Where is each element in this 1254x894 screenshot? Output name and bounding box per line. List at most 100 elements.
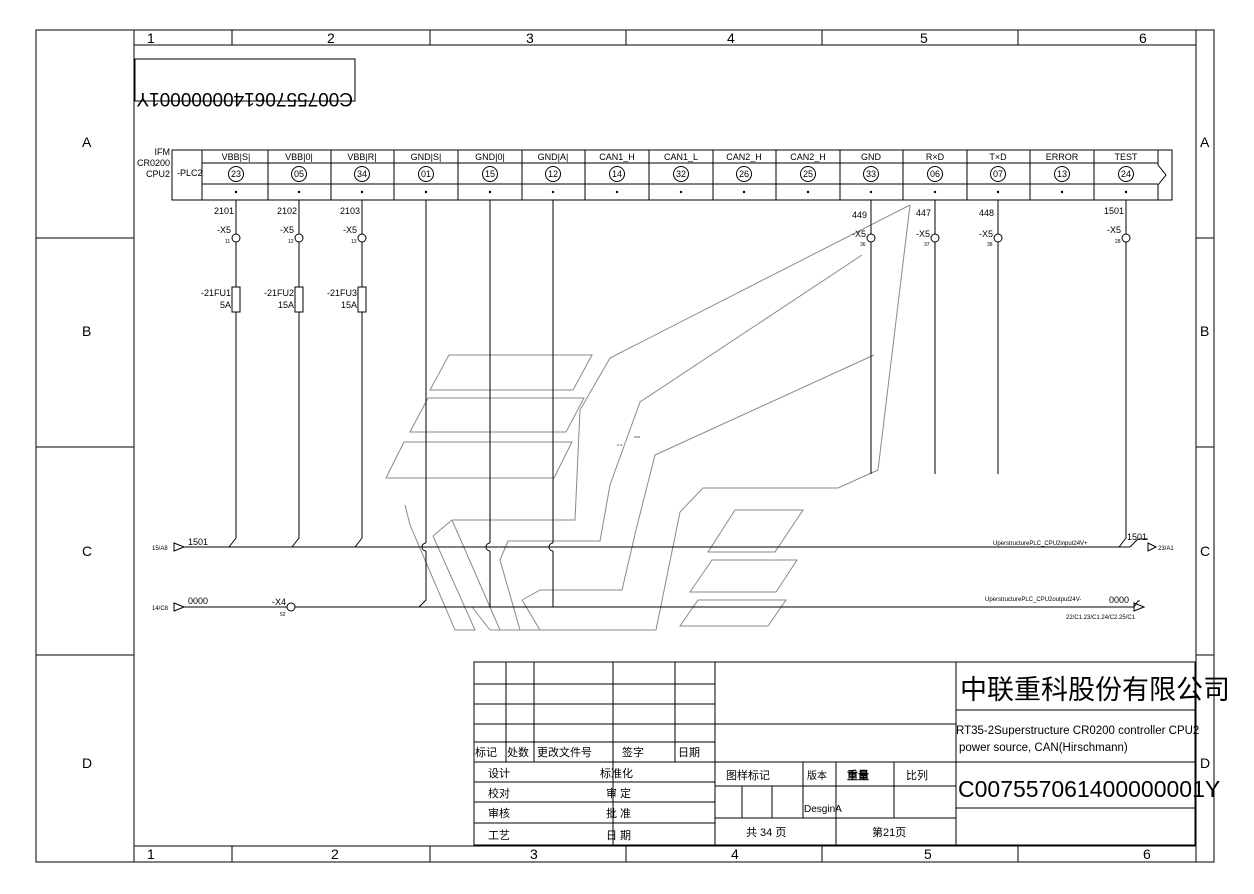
- plc-header: IFM CR0200 CPU2 -PLC2: [137, 147, 1173, 201]
- col-label-top-6: 6: [1139, 30, 1147, 46]
- wiring: [173, 200, 1158, 612]
- terminal-pins: 11 12 13 36 37 38 28: [225, 239, 1121, 248]
- term-x5-12: -X5: [280, 225, 294, 235]
- plc-pin-25: 25: [803, 169, 813, 179]
- role-check: 校对: [488, 786, 510, 800]
- wire-2103: 2103: [340, 206, 360, 216]
- fuse-rating-21fu1: 5A: [220, 300, 231, 310]
- bus1-wire-out: 1501: [1127, 532, 1147, 542]
- drawing-title-line2: power source, CAN(Hirschmann): [959, 742, 1128, 754]
- col-label-bottom-2: 2: [331, 846, 339, 862]
- title-block-text: 中联重科股份有限公司 RT35-2Superstructure CR0200 c…: [475, 675, 1230, 842]
- plc-pin-15: 15: [485, 169, 495, 179]
- plc-model: CR0200: [137, 158, 170, 168]
- drawing-frame: [35, 29, 1215, 863]
- bus2-desc: UperstructurePLC_CPU2output24V-: [985, 597, 1081, 603]
- drawing-title-line1: RT35-2Superstructure CR0200 controller C…: [956, 725, 1199, 737]
- label-approve: 审 定: [606, 786, 631, 800]
- term-x5-28: -X5: [1107, 225, 1121, 235]
- frame-labels: 1 2 3 4 5 6 1 2 3 4 5 6 A B C D A B C D: [82, 30, 1210, 862]
- bus1-ref-out: 23/A1: [1158, 546, 1174, 552]
- plc-signal-gnd: GND: [861, 152, 882, 162]
- fuse-rating-21fu2: 15A: [278, 300, 294, 310]
- plc-signal-vbb-0: VBB|0|: [285, 152, 313, 162]
- wire-labels: 2101 2102 2103 449 447 448 1501 -X5 -X5 …: [214, 206, 1124, 239]
- plc-signal-can2-h-b: CAN2_H: [790, 152, 826, 162]
- version-value: DesginA: [804, 804, 842, 815]
- term-pin-28: 28: [1115, 239, 1121, 245]
- row-label-left-b: B: [82, 323, 91, 339]
- plc-signal-rxd: R×D: [926, 152, 945, 162]
- row-label-right-d: D: [1200, 755, 1210, 771]
- plc-tag: -PLC2: [177, 168, 203, 178]
- rev-header-count: 处数: [507, 746, 529, 759]
- plc-signal-error: ERROR: [1046, 152, 1079, 162]
- wire-1501: 1501: [1104, 206, 1124, 216]
- fuse-tag-21fu3: -21FU3: [327, 288, 357, 298]
- wire-449: 449: [852, 210, 867, 220]
- col-label-top-4: 4: [727, 30, 735, 46]
- row-label-left-d: D: [82, 755, 92, 771]
- term-x5-13: -X5: [343, 225, 357, 235]
- plc-cpu: CPU2: [146, 169, 170, 179]
- role-design: 设计: [488, 767, 510, 780]
- label-ratify: 批 准: [606, 806, 631, 820]
- plc-signal-gnd-a: GND|A|: [538, 152, 569, 162]
- plc-signal-vbb-r: VBB|R|: [347, 152, 376, 162]
- rev-header-date: 日期: [678, 746, 700, 759]
- bus1-wire-in: 1501: [188, 537, 208, 547]
- term-x5-36: -X5: [852, 229, 866, 239]
- fuse-tag-21fu1: -21FU1: [201, 288, 231, 298]
- total-pages: 共 34 页: [746, 826, 786, 839]
- row-label-right-a: A: [1200, 134, 1210, 150]
- term-pin-12: 12: [288, 239, 294, 245]
- term-pin-37: 37: [924, 242, 930, 248]
- col-label-bottom-1: 1: [147, 846, 155, 862]
- role-process: 工艺: [488, 829, 510, 842]
- plc-signal-can1-h: CAN1_H: [599, 152, 635, 162]
- plc-pin-06: 06: [930, 169, 940, 179]
- bus1-ref-in: 15/A8: [152, 546, 168, 552]
- bus-labels: 15/A8 1501 UperstructurePLC_CPU2input24V…: [152, 532, 1174, 621]
- wire-2102: 2102: [277, 206, 297, 216]
- title-block: [473, 661, 1196, 846]
- plc-pin-07: 07: [993, 169, 1003, 179]
- term-pin-38: 38: [987, 242, 993, 248]
- bus1-desc: UperstructurePLC_CPU2input24V+: [993, 541, 1088, 547]
- wire-2101: 2101: [214, 206, 234, 216]
- watermark-mark-b: °°°: [634, 436, 640, 442]
- plc-pin-33: 33: [866, 169, 876, 179]
- col-label-bottom-3: 3: [530, 846, 538, 862]
- plc-signal-gnd-0: GND|0|: [475, 152, 505, 162]
- plc-pin-23: 23: [231, 169, 241, 179]
- wire-448: 448: [979, 208, 994, 218]
- plc-signal-txd: T×D: [989, 152, 1007, 162]
- term-x5-37: -X5: [916, 229, 930, 239]
- plc-pin-34: 34: [357, 169, 367, 179]
- label-standardize: 标准化: [600, 766, 633, 780]
- bus2-term: -X4: [272, 597, 286, 607]
- plc-pin-05: 05: [294, 169, 304, 179]
- plc-signal-test: TEST: [1114, 152, 1138, 162]
- bus2-ref-out: 22/C1.23/C1.24/C2.25/C1: [1066, 615, 1136, 621]
- fuse-tag-21fu2: -21FU2: [264, 288, 294, 298]
- plc-pin-13: 13: [1057, 169, 1067, 179]
- role-review: 审核: [488, 806, 510, 820]
- term-pin-11: 11: [225, 239, 230, 245]
- row-label-left-a: A: [82, 134, 92, 150]
- col-label-top-2: 2: [327, 30, 335, 46]
- plc-signal-can1-l: CAN1_L: [664, 152, 698, 162]
- col-label-bottom-6: 6: [1143, 846, 1151, 862]
- rev-header-mark: 标记: [475, 745, 497, 759]
- term-pin-13: 13: [351, 239, 357, 245]
- plc-pin-26: 26: [739, 169, 749, 179]
- col-label-top-1: 1: [147, 30, 155, 46]
- col-label-top-5: 5: [920, 30, 928, 46]
- bus2-ref-in: 14/C8: [152, 606, 169, 612]
- wire-447: 447: [916, 208, 931, 218]
- rev-header-doc: 更改文件号: [537, 745, 592, 759]
- plc-pin-12: 12: [548, 169, 558, 179]
- plc-pin-14: 14: [612, 169, 622, 179]
- plc-pin-01: 01: [421, 169, 431, 179]
